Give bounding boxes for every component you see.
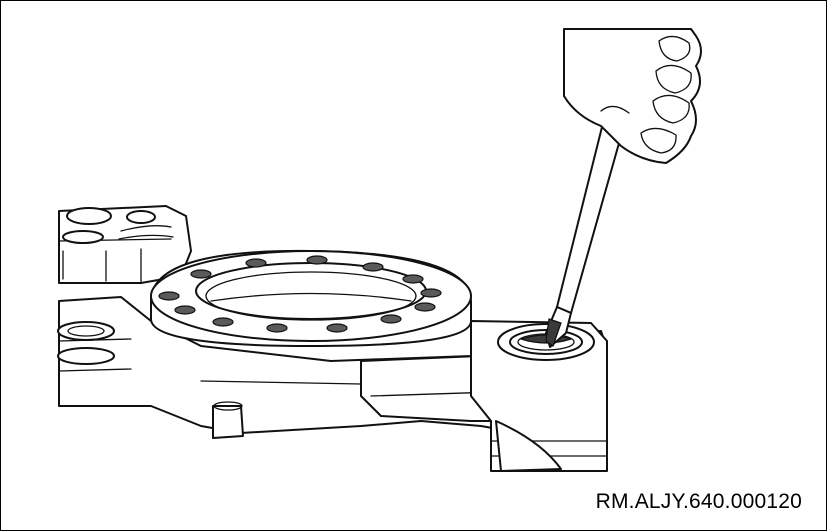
screwdriver — [545, 118, 624, 348]
hand — [563, 28, 702, 164]
reference-code: RM.ALJY.640.000120 — [595, 490, 802, 513]
hub-flange — [150, 249, 472, 347]
upper-bracket — [58, 205, 192, 284]
pin-boss — [470, 320, 608, 472]
